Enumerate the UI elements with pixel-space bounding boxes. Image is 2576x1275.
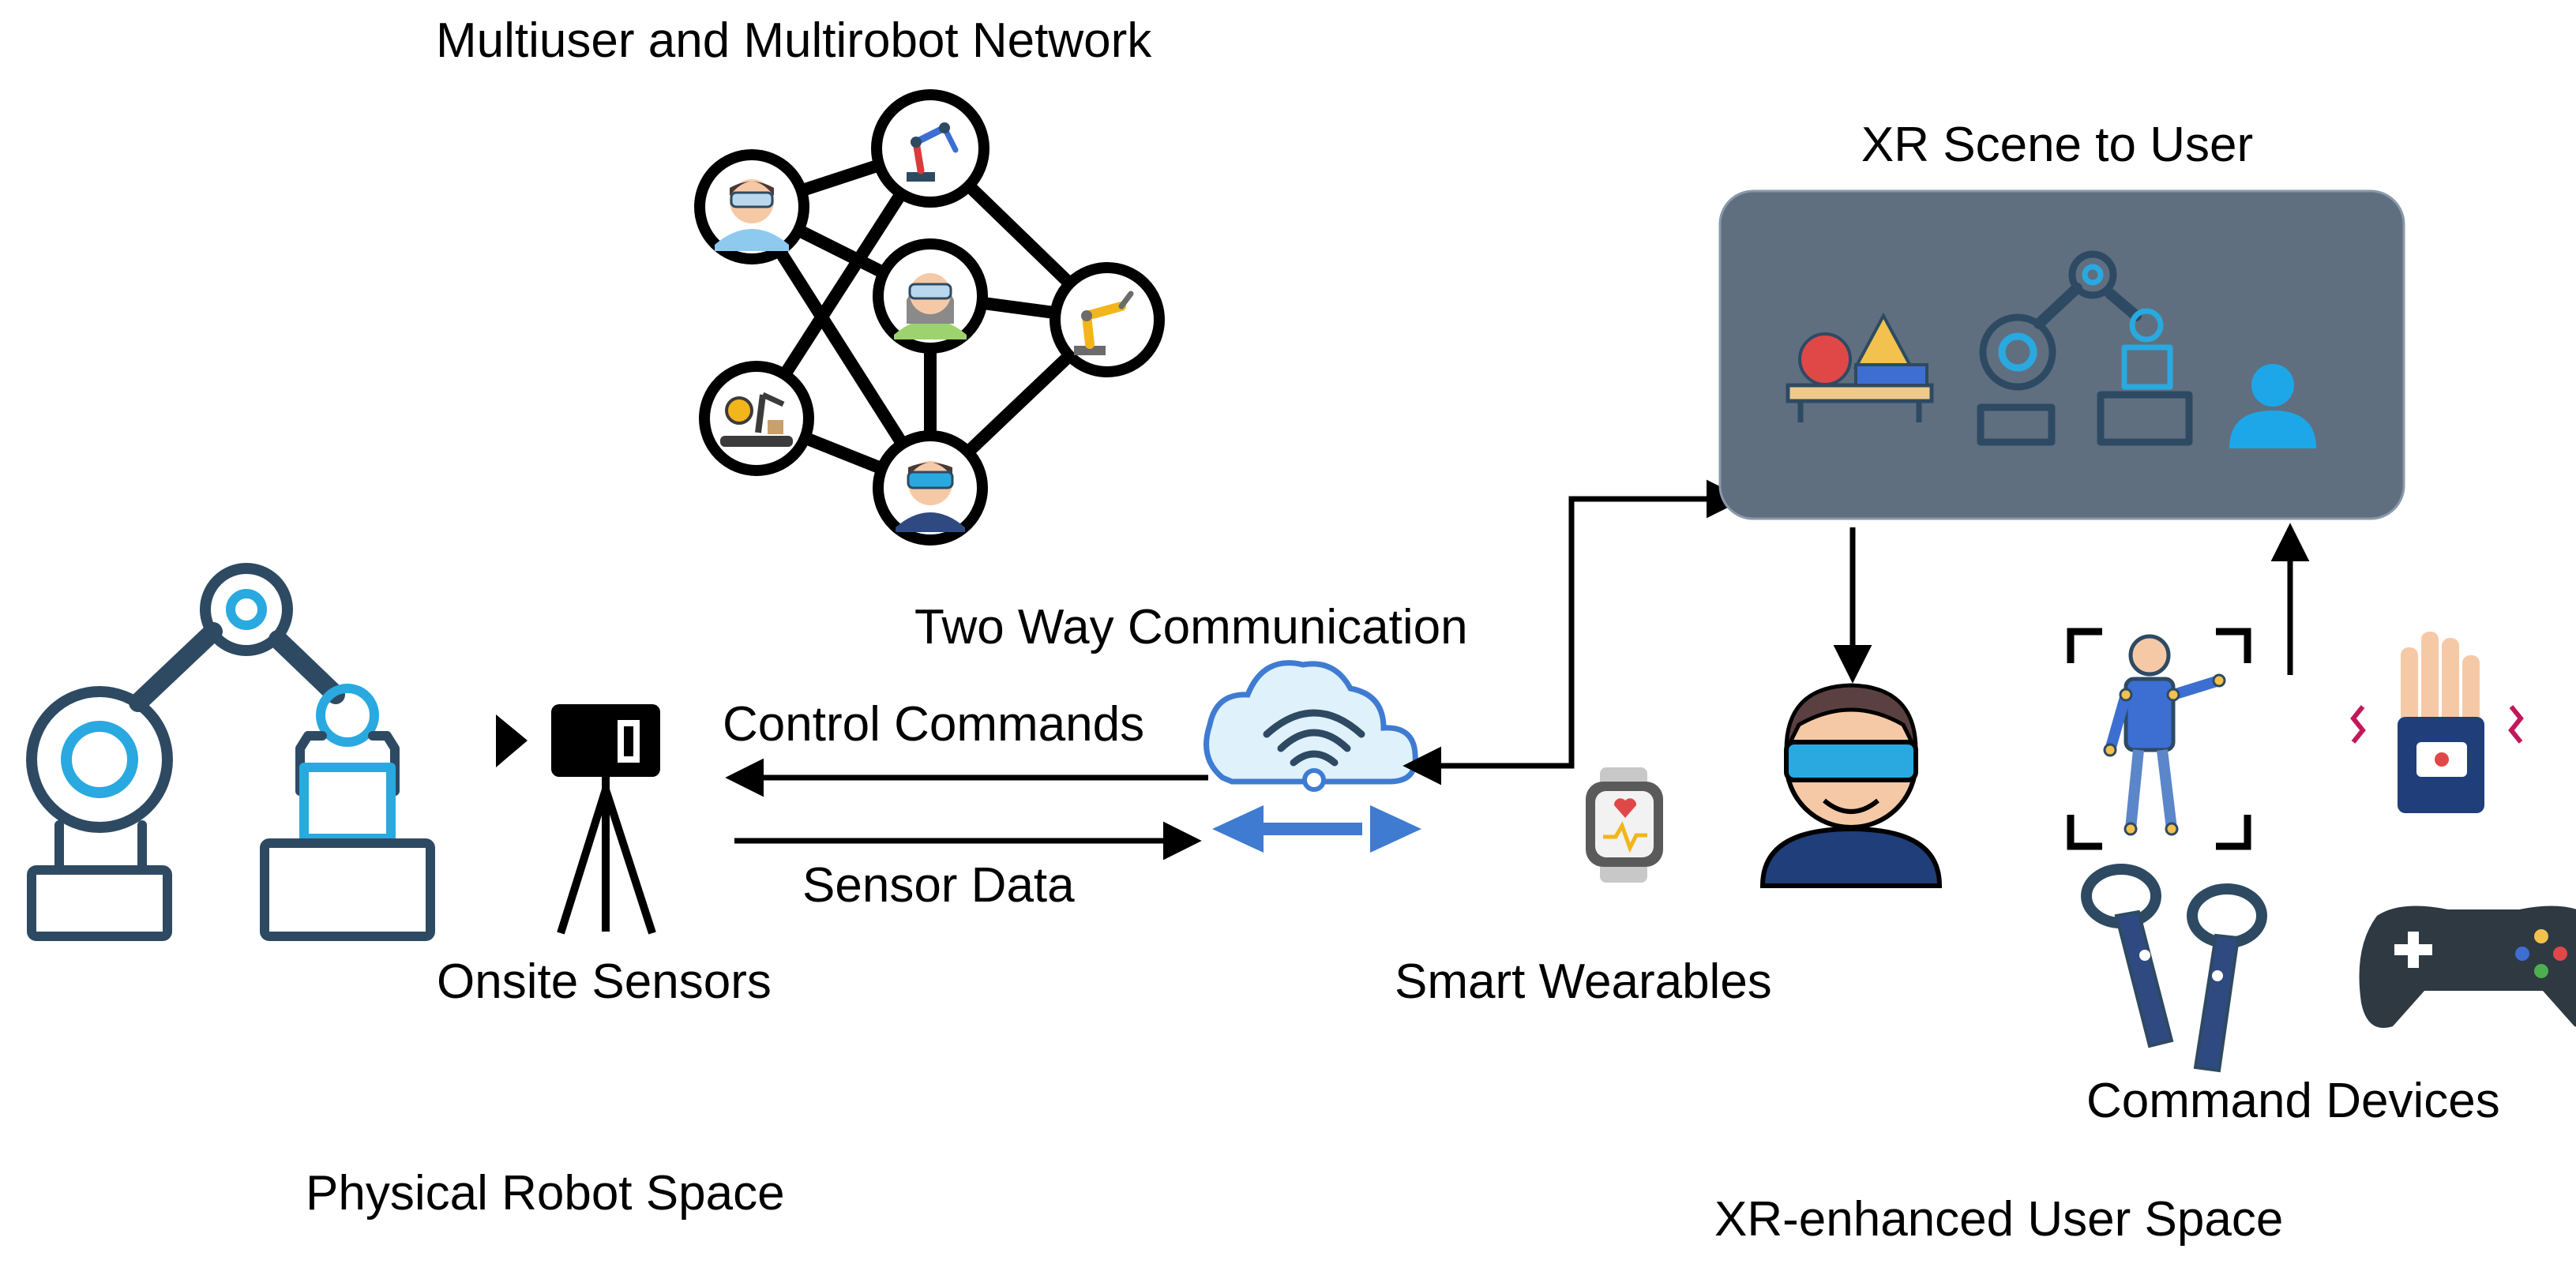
haptic-glove-icon (2350, 632, 2524, 813)
xr-scene-title: XR Scene to User (1861, 118, 2253, 172)
robot-arm-icon (1074, 291, 1134, 355)
control-commands-label: Control Commands (723, 697, 1144, 752)
xr-scene-panel (1718, 189, 2405, 520)
cloud-wifi-icon (1204, 660, 1418, 792)
network-node-vr-user-center (873, 238, 988, 354)
network-node-vr-user (694, 149, 809, 264)
command-devices-label: Command Devices (2086, 1074, 2500, 1128)
network-node-industrial-robot (1050, 262, 1165, 377)
network-node-robot (871, 89, 989, 208)
sensor-data-label: Sensor Data (802, 858, 1075, 913)
network-title: Multiuser and Multirobot Network (436, 13, 1152, 68)
objects-table-icon (1786, 312, 1934, 422)
motion-capture-icon (2067, 628, 2251, 850)
gamepad-icon (2359, 906, 2576, 1028)
smartwatch-icon (1586, 767, 1663, 883)
cloud-to-scene-arrow (1403, 479, 1745, 786)
multiuser-network (694, 89, 1165, 546)
robot-arm-icon (907, 122, 959, 182)
two-way-communication-label: Two Way Communication (914, 600, 1468, 654)
network-node-vr-user-bottom (873, 430, 988, 546)
xr-user-space-label: XR-enhanced User Space (1714, 1192, 2283, 1247)
smart-wearables-label: Smart Wearables (1395, 954, 1772, 1009)
vr-user-icon (715, 179, 789, 251)
physical-robot-arm-icon (26, 563, 435, 941)
vr-headset-user-icon (1759, 683, 1943, 888)
two-way-comm-arrow (1212, 805, 1421, 853)
flow-arrows (725, 479, 2310, 861)
onsite-sensor-camera-icon (496, 704, 660, 935)
robot-arm-icon (1977, 250, 2193, 446)
network-node-factory-robot (699, 361, 814, 476)
user-icon (2229, 364, 2316, 448)
onsite-sensors-label: Onsite Sensors (437, 954, 772, 1009)
physical-robot-space-label: Physical Robot Space (306, 1166, 785, 1221)
vr-controllers-icon (2081, 864, 2267, 1073)
vr-user-icon (894, 273, 967, 339)
vr-user-icon (896, 461, 965, 532)
factory-robot-icon (720, 392, 793, 447)
